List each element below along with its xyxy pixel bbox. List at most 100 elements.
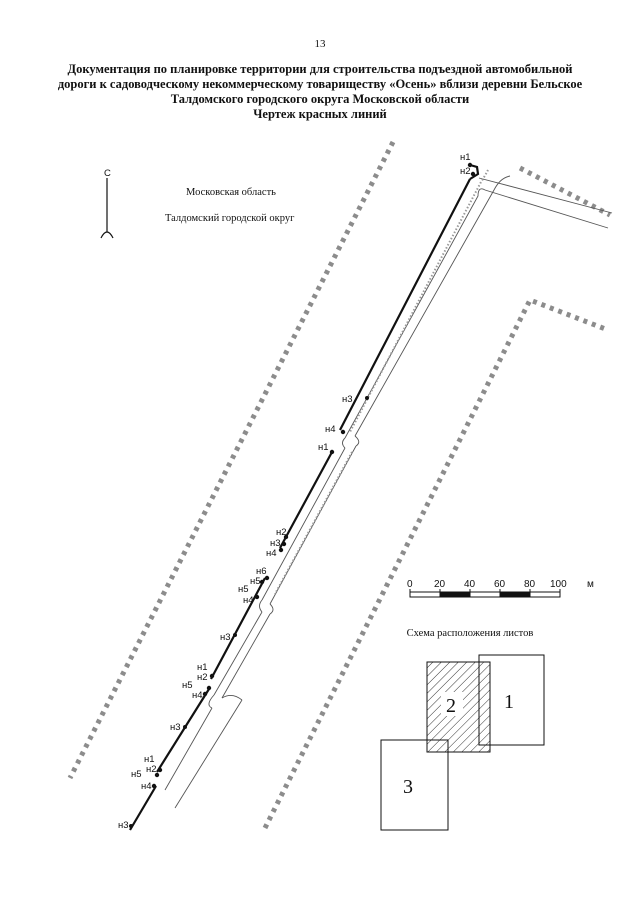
marker-n4-d xyxy=(202,691,208,697)
title-line-3: Талдомского городского округа Московской… xyxy=(170,92,470,106)
sheet-2-label: 2 xyxy=(446,695,456,717)
label-n4-d: н4 xyxy=(192,690,203,701)
north-label: С xyxy=(104,168,111,179)
scale-tick-60: 60 xyxy=(494,579,506,590)
sheet-scheme-title: Схема расположения листов xyxy=(406,628,534,639)
red-line-top-cap xyxy=(469,163,480,180)
region-okrug-label: Талдомский городской округ xyxy=(165,213,295,224)
road-edge-bottom-1 xyxy=(164,707,213,791)
boundary-left xyxy=(67,140,396,780)
road-shoulder xyxy=(274,169,489,595)
north-arrow-icon: С xyxy=(100,168,114,239)
label-n2-c: н2 xyxy=(146,764,157,775)
marker-n4-c xyxy=(254,594,260,600)
road-edge-mid-1 xyxy=(261,447,346,601)
road-edge-inner-2 xyxy=(354,175,511,437)
label-n3-e: н3 xyxy=(118,820,129,831)
title-line-1: Документация по планировке территории дл… xyxy=(67,62,573,76)
road-edge-low-1 xyxy=(213,611,263,696)
marker-n1-a xyxy=(329,449,335,455)
marker-n3-c xyxy=(233,633,237,637)
marker-n3-b xyxy=(281,541,287,547)
marker-top-n2 xyxy=(470,171,476,177)
marker-n2-a xyxy=(283,534,289,540)
road-edge-low-2 xyxy=(221,613,271,699)
red-line-segment-2 xyxy=(279,451,333,549)
label-n3-d: н3 xyxy=(170,722,181,733)
scale-bar-frame xyxy=(409,591,561,598)
label-n1-top: н1 xyxy=(460,152,471,163)
label-n5-a: н5 xyxy=(250,576,261,587)
scale-tick-80: 80 xyxy=(524,579,536,590)
red-line-segment-1 xyxy=(339,178,471,431)
marker-n5-a xyxy=(259,579,265,585)
shoulder-top xyxy=(349,169,489,433)
region-oblast-label: Московская область xyxy=(186,187,276,198)
point-labels: н1 н2 н3 н4 н1 н2 н3 н4 н6 н5 н5 н4 н3 н… xyxy=(118,152,471,831)
sheet-scheme: 1 2 3 xyxy=(380,654,545,831)
marker-n4-e xyxy=(151,783,157,789)
label-n4-a: н4 xyxy=(325,424,336,435)
crossing-curve-1 xyxy=(208,694,215,709)
marker-n2-b xyxy=(209,673,215,679)
sheet-3-label: 3 xyxy=(403,776,413,798)
gap-curve-1 xyxy=(342,437,346,449)
crossing-curve-2 xyxy=(221,695,243,701)
title-line-2: дороги к садоводческому некоммерческому … xyxy=(57,77,583,91)
gap-curve-4 xyxy=(269,603,274,615)
label-n3-c: н3 xyxy=(220,632,231,643)
title-line-4: Чертеж красных линий xyxy=(253,107,387,121)
scale-bar: 0 20 40 60 80 100 м xyxy=(407,579,594,598)
road-edge-bottom-2 xyxy=(174,699,243,809)
label-n2-top: н2 xyxy=(460,166,471,177)
red-line-segment-3 xyxy=(210,577,266,680)
marker-n2-c xyxy=(157,767,163,773)
red-line-segment-4 xyxy=(156,688,210,773)
marker-n3-a xyxy=(365,396,369,400)
marker-n3-d xyxy=(183,725,187,729)
territory-boundaries xyxy=(67,140,612,830)
scale-tick-100: 100 xyxy=(550,579,567,590)
scale-tick-20: 20 xyxy=(434,579,446,590)
label-n3-a: н3 xyxy=(342,394,353,405)
scale-tick-40: 40 xyxy=(464,579,476,590)
label-n4-c: н4 xyxy=(243,595,254,606)
scale-unit: м xyxy=(587,579,594,590)
marker-n5-c xyxy=(154,772,160,778)
road-edge-top-1 xyxy=(478,177,613,214)
gap-curve-3 xyxy=(259,599,263,613)
sheet-3-rect xyxy=(380,739,449,831)
label-n1-a: н1 xyxy=(318,442,329,453)
marker-n4-b xyxy=(278,547,284,553)
point-markers xyxy=(129,162,476,828)
label-n2-b: н2 xyxy=(197,672,208,683)
scale-bar-seg-4 xyxy=(500,592,530,597)
boundary-top-right xyxy=(518,165,612,218)
scale-bar-seg-2 xyxy=(440,592,470,597)
label-n2-a: н2 xyxy=(276,527,287,538)
red-lines xyxy=(129,163,480,831)
road-edge-mid-2 xyxy=(269,445,357,605)
label-n5-d: н5 xyxy=(131,769,142,780)
label-n1-c: н1 xyxy=(144,754,155,765)
label-n1-b: н1 xyxy=(197,662,208,673)
label-n3-b: н3 xyxy=(270,538,281,549)
label-n5-c: н5 xyxy=(182,680,193,691)
road-edge-top-2 xyxy=(484,189,609,229)
label-n6-a: н6 xyxy=(256,566,267,577)
label-n4-e: н4 xyxy=(141,781,152,792)
sheet-1-label: 1 xyxy=(504,691,514,713)
gap-curve-2 xyxy=(354,435,360,447)
road-edges xyxy=(164,175,613,809)
marker-n4-a xyxy=(340,429,346,435)
red-line-segment-5 xyxy=(129,785,157,831)
marker-top-n1 xyxy=(467,162,473,168)
shoulder-mid xyxy=(274,451,353,595)
road-edge-inner-1 xyxy=(344,188,486,439)
page-number: 13 xyxy=(314,38,326,50)
scale-tick-0: 0 xyxy=(407,579,413,590)
document-title: Документация по планировке территории дл… xyxy=(40,62,600,122)
marker-n6-a xyxy=(264,575,270,581)
marker-n3-e xyxy=(129,824,133,828)
